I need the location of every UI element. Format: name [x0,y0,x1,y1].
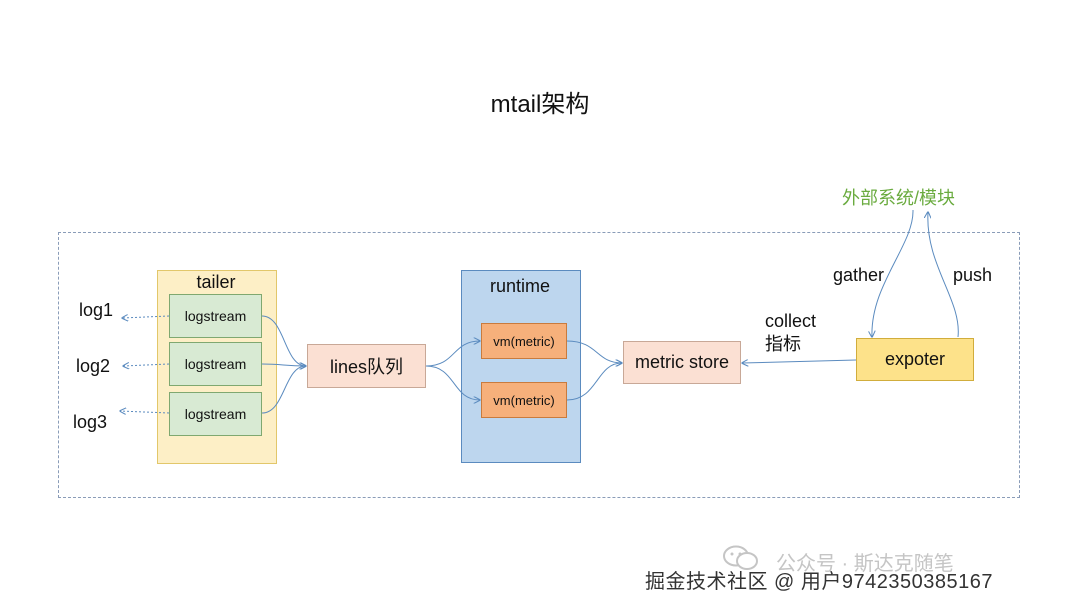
expoter-node: expoter [856,338,974,381]
gather-label: gather [833,265,885,285]
arrow-logstream1-log1 [122,316,170,318]
arrow-lines-vm2 [425,365,480,400]
arrow-push [928,212,959,338]
arrow-lines-vm1 [425,341,480,367]
arrow-logstream3-lines [261,366,306,414]
log-label-3: log3 [73,412,108,432]
arrow-logstream3-log3 [120,411,170,413]
runtime-container [461,270,581,463]
tailer-label: tailer [196,272,236,292]
arrow-vm1-store [566,340,622,363]
push-label: push [953,265,993,285]
arrow-logstream2-log2 [123,364,170,366]
system-boundary [58,232,1020,498]
arrow-gather [872,209,914,337]
diagram-title: mtail架构 [490,91,590,118]
arrow-logstream1-lines [261,315,306,366]
collect-metric-label: 指标 [765,334,801,354]
arrow-expoter-store [742,360,857,363]
runtime-label: runtime [489,276,551,296]
watermark-account: 公众号 · 斯达克随笔 [776,553,954,575]
log-label-1: log1 [79,300,114,320]
external-system-label: 外部系统/模块 [842,188,956,208]
wechat-icon [723,545,758,570]
lines-queue-node: lines队列 [307,344,426,388]
vm-metric-2: vm(metric) [481,382,567,418]
collect-label: collect [765,311,817,331]
log-label-2: log2 [76,356,111,376]
vm-metric-1: vm(metric) [481,323,567,359]
watermark-credit: 掘金技术社区 @ 用户9742350385167 [645,571,994,593]
arrow-vm2-store [566,363,622,401]
logstream-2: logstream [169,342,262,386]
metric-store-node: metric store [623,341,741,384]
logstream-1: logstream [169,294,262,338]
logstream-3: logstream [169,392,262,436]
